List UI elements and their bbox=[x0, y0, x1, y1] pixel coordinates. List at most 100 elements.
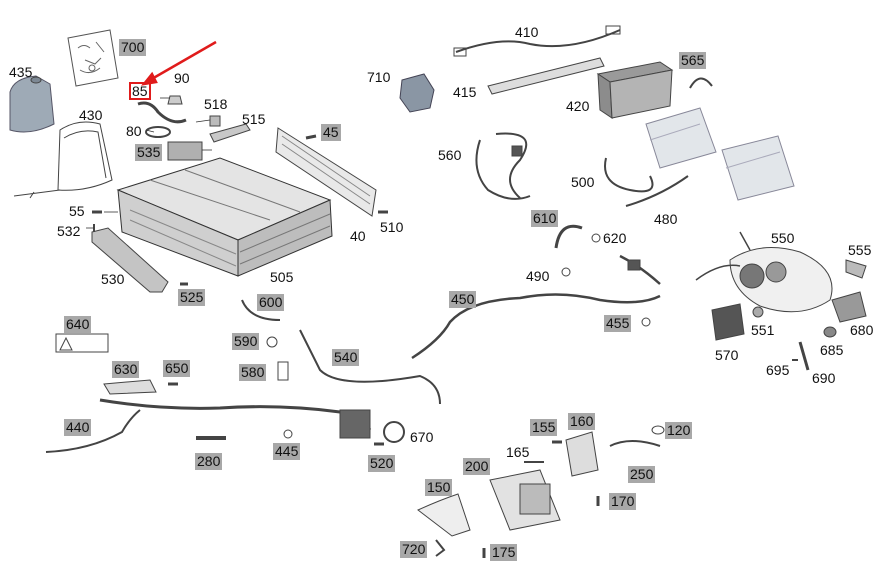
part-120-grommet bbox=[651, 425, 665, 435]
label-280[interactable]: 280 bbox=[195, 453, 223, 470]
label-518[interactable]: 518 bbox=[204, 96, 228, 112]
label-505[interactable]: 505 bbox=[270, 269, 294, 285]
label-500[interactable]: 500 bbox=[571, 174, 595, 190]
part-610-hose bbox=[554, 224, 583, 249]
part-640-warning-labels bbox=[55, 333, 109, 353]
label-155[interactable]: 155 bbox=[530, 419, 558, 436]
part-590-clip bbox=[266, 336, 278, 348]
label-720[interactable]: 720 bbox=[400, 541, 428, 558]
label-565[interactable]: 565 bbox=[679, 52, 707, 69]
label-480[interactable]: 480 bbox=[654, 211, 678, 227]
part-551-part bbox=[752, 306, 764, 318]
label-510[interactable]: 510 bbox=[380, 219, 404, 235]
label-440[interactable]: 440 bbox=[64, 419, 92, 436]
label-710[interactable]: 710 bbox=[367, 69, 391, 85]
part-685-grommet bbox=[823, 326, 837, 338]
part-720-clip bbox=[435, 539, 446, 557]
part-710-pump bbox=[399, 73, 435, 113]
part-455-clip bbox=[641, 317, 651, 327]
part-450-harness bbox=[411, 254, 661, 360]
label-410[interactable]: 410 bbox=[515, 24, 539, 40]
label-695[interactable]: 695 bbox=[766, 362, 790, 378]
part-700-wiring-sheet bbox=[67, 29, 119, 87]
label-525[interactable]: 525 bbox=[178, 289, 206, 306]
label-450[interactable]: 450 bbox=[449, 291, 477, 308]
label-435[interactable]: 435 bbox=[9, 64, 33, 80]
label-555[interactable]: 555 bbox=[848, 242, 872, 258]
label-40[interactable]: 40 bbox=[350, 228, 366, 244]
part-490-clip bbox=[561, 267, 571, 277]
label-175[interactable]: 175 bbox=[490, 544, 518, 561]
label-560[interactable]: 560 bbox=[438, 147, 462, 163]
label-160[interactable]: 160 bbox=[568, 413, 596, 430]
label-445[interactable]: 445 bbox=[273, 443, 301, 460]
part-565-cable bbox=[689, 77, 713, 89]
part-480-cable bbox=[625, 175, 689, 207]
label-670[interactable]: 670 bbox=[410, 429, 434, 445]
label-690[interactable]: 690 bbox=[812, 370, 836, 386]
part-560-harness bbox=[475, 132, 531, 200]
label-200[interactable]: 200 bbox=[463, 458, 491, 475]
label-55[interactable]: 55 bbox=[69, 203, 85, 219]
label-520[interactable]: 520 bbox=[368, 455, 396, 472]
label-165[interactable]: 165 bbox=[506, 444, 530, 460]
label-580[interactable]: 580 bbox=[239, 364, 267, 381]
part-530-rail bbox=[91, 227, 169, 293]
label-551[interactable]: 551 bbox=[751, 322, 775, 338]
label-455[interactable]: 455 bbox=[604, 315, 632, 332]
part-518-bracket bbox=[209, 115, 221, 127]
label-590[interactable]: 590 bbox=[232, 333, 260, 350]
label-45[interactable]: 45 bbox=[321, 124, 341, 141]
label-540[interactable]: 540 bbox=[332, 349, 360, 366]
part-430-cover-bag bbox=[13, 121, 113, 199]
part-550-charging-unit bbox=[695, 231, 833, 313]
part-160-bracket bbox=[565, 431, 599, 477]
part-440-harness bbox=[45, 398, 372, 453]
label-570[interactable]: 570 bbox=[715, 347, 739, 363]
part-150-bracket bbox=[417, 493, 471, 537]
label-80[interactable]: 80 bbox=[126, 123, 142, 139]
label-415[interactable]: 415 bbox=[453, 84, 477, 100]
label-535[interactable]: 535 bbox=[135, 144, 163, 161]
label-250[interactable]: 250 bbox=[628, 466, 656, 483]
label-610[interactable]: 610 bbox=[531, 210, 559, 227]
label-430[interactable]: 430 bbox=[79, 107, 103, 123]
label-620[interactable]: 620 bbox=[603, 230, 627, 246]
label-640[interactable]: 640 bbox=[64, 316, 92, 333]
leader-lines bbox=[86, 97, 212, 229]
part-410-cable bbox=[453, 25, 621, 57]
part-40-rail bbox=[275, 127, 377, 217]
label-685[interactable]: 685 bbox=[820, 342, 844, 358]
part-570-cover bbox=[711, 303, 745, 341]
label-700[interactable]: 700 bbox=[119, 39, 147, 56]
part-420-box bbox=[596, 61, 674, 119]
part-690-rod bbox=[798, 341, 810, 371]
label-532[interactable]: 532 bbox=[57, 223, 81, 239]
part-415-strap bbox=[487, 57, 605, 95]
part-630-cover bbox=[103, 379, 157, 395]
label-120[interactable]: 120 bbox=[665, 422, 693, 439]
part-500-cable bbox=[604, 157, 654, 193]
part-620-clip bbox=[591, 233, 601, 243]
label-530[interactable]: 530 bbox=[101, 271, 125, 287]
label-150[interactable]: 150 bbox=[425, 479, 453, 496]
label-515[interactable]: 515 bbox=[242, 111, 266, 127]
label-85-highlighted[interactable]: 85 bbox=[129, 82, 151, 100]
part-535-module bbox=[167, 141, 203, 161]
label-170[interactable]: 170 bbox=[609, 493, 637, 510]
part-505-battery bbox=[116, 157, 333, 277]
label-680[interactable]: 680 bbox=[850, 322, 874, 338]
part-200-unit bbox=[489, 469, 561, 531]
part-600-hose bbox=[241, 299, 281, 321]
label-490[interactable]: 490 bbox=[526, 268, 550, 284]
label-600[interactable]: 600 bbox=[257, 294, 285, 311]
part-555-bracket bbox=[845, 259, 867, 279]
label-650[interactable]: 650 bbox=[163, 360, 191, 377]
label-550[interactable]: 550 bbox=[771, 230, 795, 246]
label-420[interactable]: 420 bbox=[566, 98, 590, 114]
label-90[interactable]: 90 bbox=[174, 70, 190, 86]
part-battery-modules bbox=[645, 107, 795, 201]
part-580-bracket bbox=[277, 361, 289, 381]
label-630[interactable]: 630 bbox=[112, 361, 140, 378]
